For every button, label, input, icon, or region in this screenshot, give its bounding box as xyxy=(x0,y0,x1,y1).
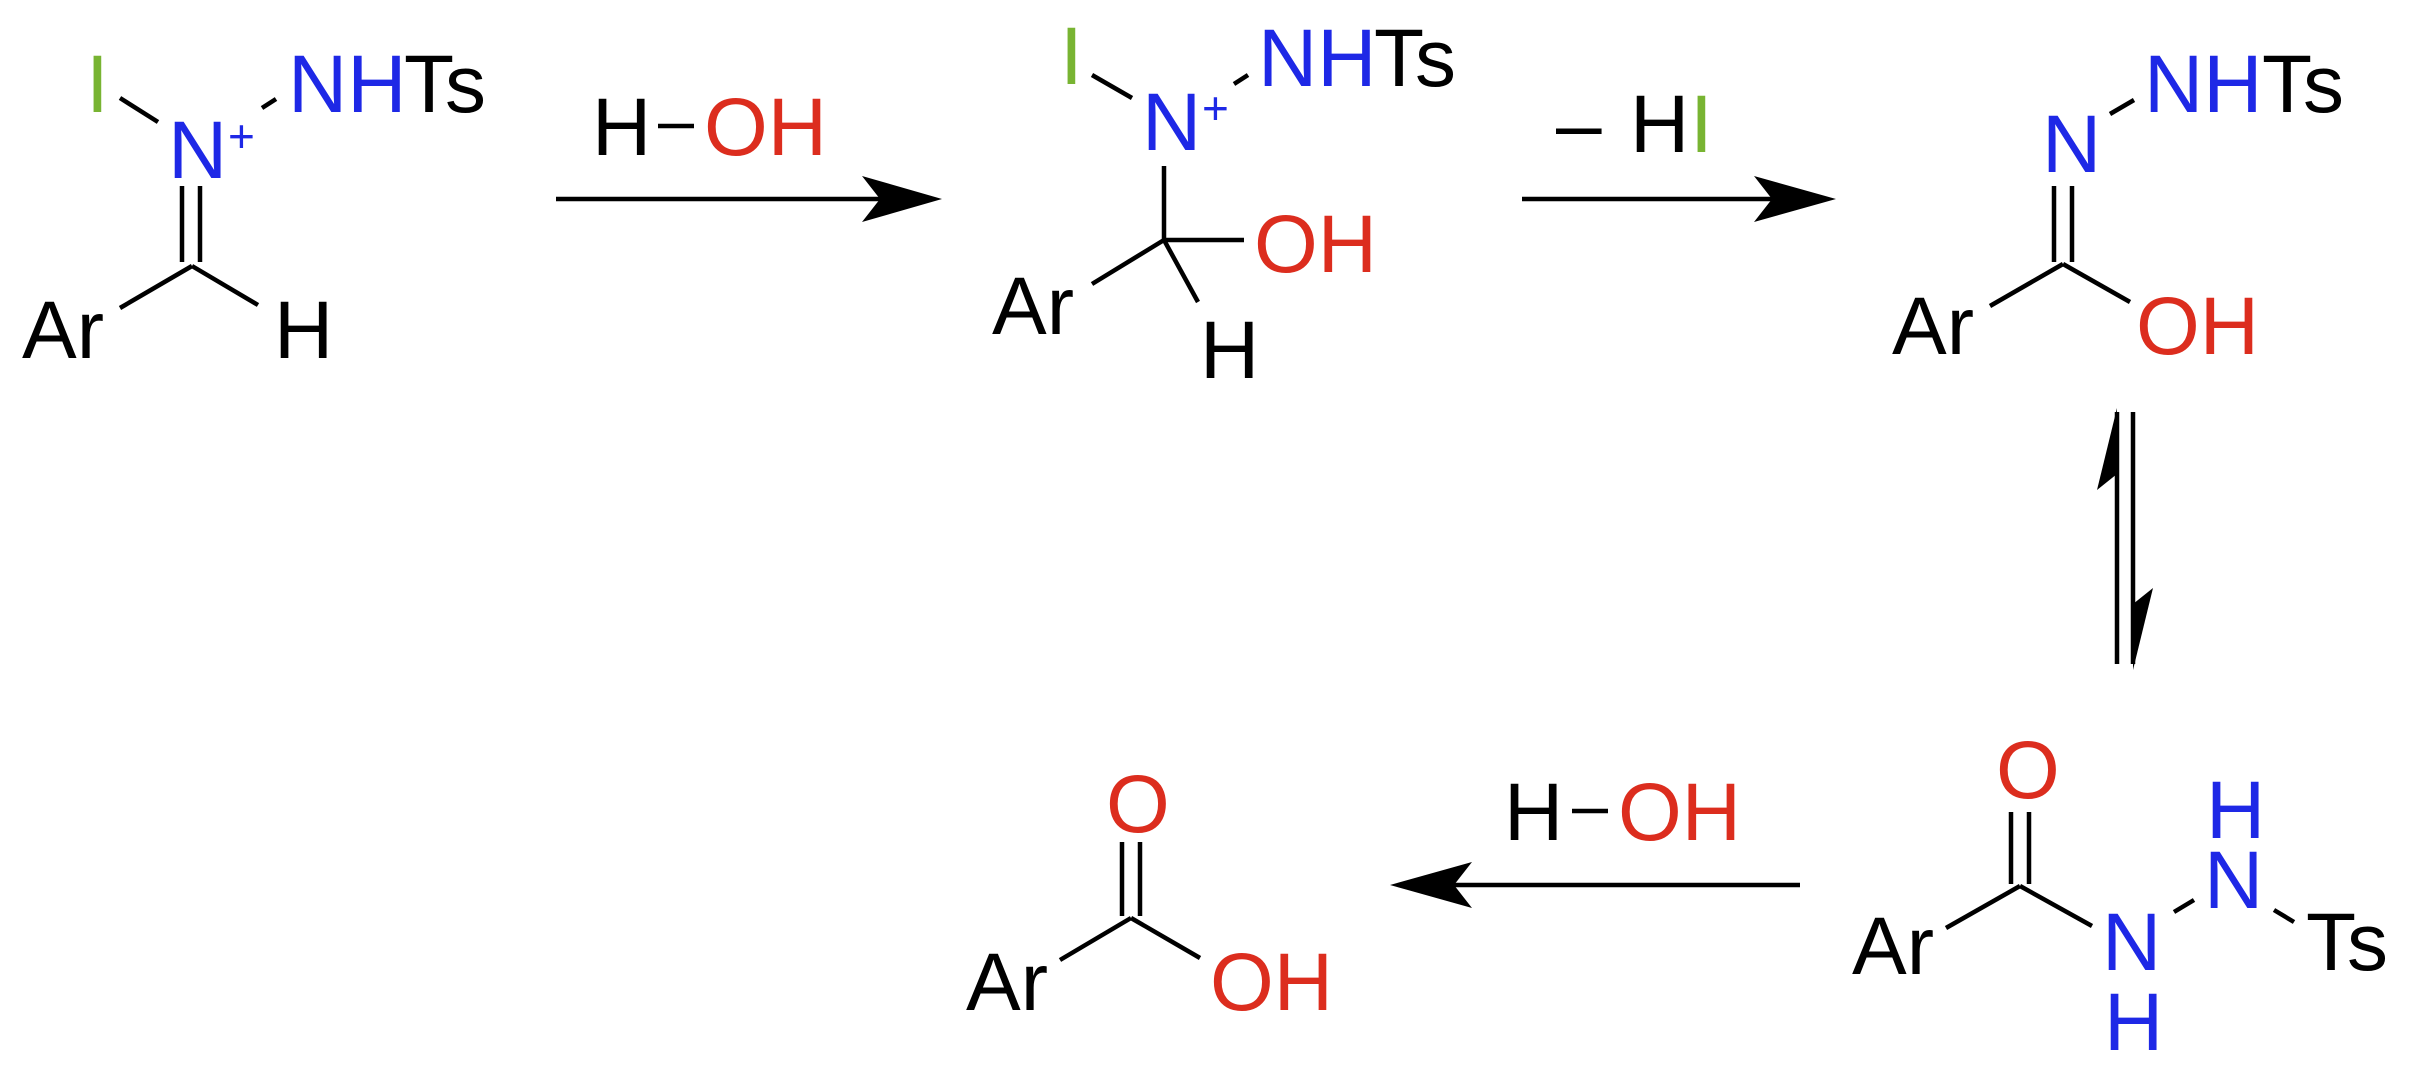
equilibrium-arrows xyxy=(2097,408,2153,670)
bond-n-nh xyxy=(2108,98,2136,116)
nitrogen-atom: N xyxy=(1142,77,1201,168)
hydrogen-atom: H xyxy=(1200,305,1259,396)
iodine-atom: I xyxy=(1060,11,1083,102)
carbonyl-oxygen: O xyxy=(1106,759,1170,850)
aryl-group: Ar xyxy=(1892,281,1974,372)
hydrazide-hydrogen: H xyxy=(2206,765,2265,856)
hydrazide-nitrogen: N xyxy=(2204,835,2263,926)
aryl-group: Ar xyxy=(992,261,1074,352)
aryl-group: Ar xyxy=(966,937,1048,1028)
molecule-hydrazonic-acid: NH Ts N Ar OH xyxy=(1892,39,2344,372)
carbonyl-oxygen: O xyxy=(1996,725,2060,816)
plus-charge: + xyxy=(228,110,255,162)
tosyl-group: Ts xyxy=(2262,39,2344,130)
nh-group: NH xyxy=(1258,13,1376,104)
iodine-atom: I xyxy=(86,39,109,130)
bond-c-h xyxy=(190,264,260,307)
reagent-water-1: H OH xyxy=(592,82,827,173)
reagent-h: H xyxy=(1630,79,1689,170)
bond-c-oh xyxy=(1129,916,1202,960)
reagent-oh: OH xyxy=(704,82,827,173)
bond-c-ar xyxy=(1988,262,2065,308)
bond-c-ar xyxy=(1944,884,2022,930)
amide-nitrogen: N xyxy=(2102,897,2161,988)
tosyl-group: Ts xyxy=(404,39,486,130)
reagent-water-2: H OH xyxy=(1504,767,1741,858)
nh-group: NH xyxy=(2144,39,2262,130)
hydroxyl-group: OH xyxy=(2136,281,2259,372)
nitrogen-atom: N xyxy=(168,105,227,196)
aryl-group: Ar xyxy=(1852,901,1934,992)
hydroxyl-group: OH xyxy=(1254,199,1377,290)
reaction-arrow-2 xyxy=(1522,176,1836,222)
bond-n-nh xyxy=(1232,73,1250,86)
bond-n-nh xyxy=(260,97,278,110)
nitrogen-atom: N xyxy=(2042,99,2101,190)
molecule-acyl-hydrazide: O Ar N H N H Ts xyxy=(1852,725,2388,1066)
hydrogen-atom: H xyxy=(274,285,333,376)
bond-c-n xyxy=(2018,884,2094,928)
bond-i-n xyxy=(1090,73,1134,100)
hydroxyl-group: OH xyxy=(1210,937,1333,1028)
nh-group: NH xyxy=(288,39,406,130)
minus-sign: – xyxy=(1556,79,1602,170)
bond-n-ts xyxy=(2272,908,2296,924)
bond-n-n xyxy=(2172,898,2196,914)
reagent-oh: OH xyxy=(1618,767,1741,858)
tosyl-group: Ts xyxy=(2306,897,2388,988)
aryl-group: Ar xyxy=(22,285,104,376)
bond-c-ar xyxy=(118,264,194,310)
reagent-h: H xyxy=(592,82,651,173)
reaction-arrow-1 xyxy=(556,176,942,222)
bond-c-oh xyxy=(2061,262,2132,304)
tosyl-group: Ts xyxy=(1374,13,1456,104)
reagent-i: I xyxy=(1690,79,1713,170)
amide-hydrogen: H xyxy=(2104,977,2163,1066)
bond-i-n xyxy=(118,96,160,124)
molecule-carboxylic-acid: O Ar OH xyxy=(966,759,1333,1028)
bond-c-h xyxy=(1162,238,1200,304)
bond-c-ar xyxy=(1090,238,1166,286)
molecule-iodo-iminium: I N + NH Ts Ar H xyxy=(22,39,486,376)
reagent-minus-hi: – H I xyxy=(1556,79,1713,170)
molecule-hydroxy-adduct: I N + NH Ts OH Ar H xyxy=(992,11,1456,396)
reagent-h: H xyxy=(1504,767,1563,858)
reaction-arrow-4 xyxy=(1390,862,1800,908)
bond-c-ar xyxy=(1058,916,1133,962)
plus-charge: + xyxy=(1202,82,1229,134)
